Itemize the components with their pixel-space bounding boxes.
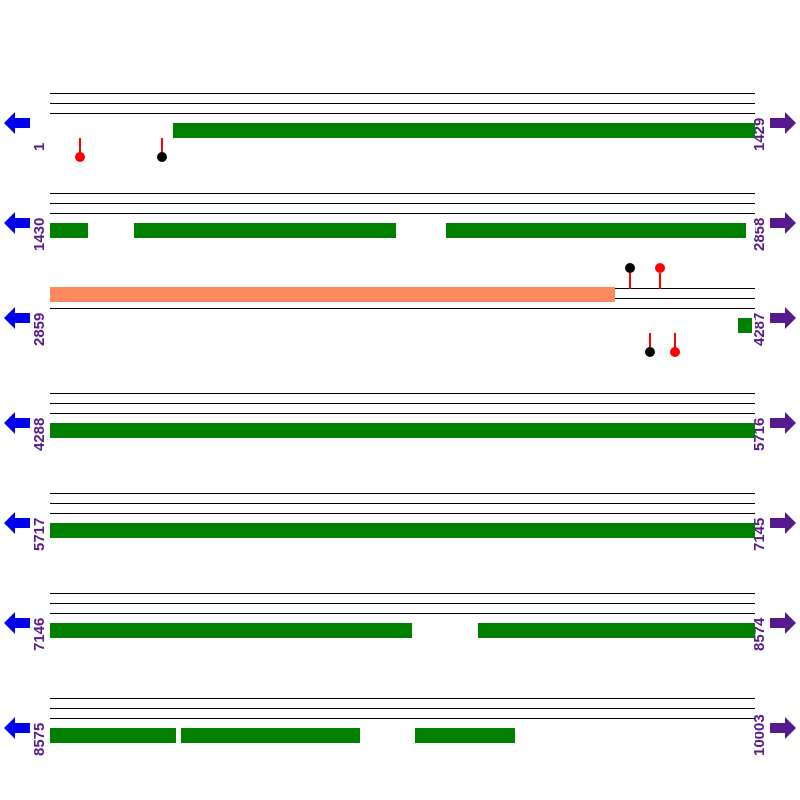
marker-stem — [629, 273, 631, 289]
arrow-right-icon[interactable] — [768, 610, 798, 636]
frame-line-3 — [50, 113, 755, 114]
marker-stem — [659, 273, 661, 289]
feature-segment-green[interactable] — [50, 223, 88, 238]
arrow-left-icon[interactable] — [2, 305, 32, 331]
variant-marker-red[interactable] — [75, 138, 85, 164]
frame-line-1 — [50, 593, 755, 594]
marker-stem — [79, 138, 81, 154]
frame-line-3 — [50, 213, 755, 214]
arrow-right-icon[interactable] — [768, 110, 798, 136]
feature-segment-white[interactable] — [412, 623, 478, 638]
arrow-right-icon[interactable] — [768, 510, 798, 536]
frame-line-2 — [50, 103, 755, 104]
arrow-left-icon[interactable] — [2, 410, 32, 436]
row-start-coordinate: 1 — [31, 142, 48, 151]
feature-segment-green[interactable] — [134, 223, 396, 238]
arrow-left-icon[interactable] — [2, 715, 32, 741]
row-start-coordinate: 8575 — [31, 722, 48, 756]
feature-segment-green[interactable] — [173, 123, 755, 138]
row-start-coordinate: 4288 — [31, 417, 48, 451]
frame-line-1 — [50, 193, 755, 194]
marker-head-red[interactable] — [670, 347, 680, 357]
feature-segment-white[interactable] — [50, 318, 738, 333]
row-start-coordinate: 5717 — [31, 517, 48, 551]
frame-line-3 — [50, 513, 755, 514]
arrow-left-icon[interactable] — [2, 510, 32, 536]
frame-line-2 — [50, 503, 755, 504]
frame-line-2 — [50, 403, 755, 404]
feature-segment-white[interactable] — [176, 728, 181, 743]
marker-head-red[interactable] — [75, 152, 85, 162]
feature-segment-green[interactable] — [50, 523, 755, 538]
marker-stem — [161, 138, 163, 154]
marker-stem — [649, 333, 651, 349]
variant-marker-black[interactable] — [625, 263, 635, 289]
feature-segment-green[interactable] — [50, 423, 755, 438]
frame-line-3 — [50, 413, 755, 414]
arrow-left-icon[interactable] — [2, 210, 32, 236]
row-start-coordinate: 2859 — [31, 312, 48, 346]
feature-segment-white[interactable] — [515, 728, 755, 743]
feature-segment-green[interactable] — [478, 623, 755, 638]
marker-head-black[interactable] — [625, 263, 635, 273]
arrow-left-icon[interactable] — [2, 610, 32, 636]
marker-head-black[interactable] — [157, 152, 167, 162]
feature-segment-white[interactable] — [752, 318, 755, 333]
marker-head-red[interactable] — [655, 263, 665, 273]
arrow-right-icon[interactable] — [768, 410, 798, 436]
feature-segment-white[interactable] — [746, 223, 755, 238]
frame-line-1 — [50, 698, 755, 699]
row-start-coordinate: 1430 — [31, 217, 48, 251]
feature-segment-green[interactable] — [738, 318, 752, 333]
frame-line-3 — [50, 308, 755, 309]
frame-line-2 — [50, 603, 755, 604]
feature-segment-white[interactable] — [360, 728, 415, 743]
row-start-coordinate: 7146 — [31, 617, 48, 651]
frame-line-3 — [50, 718, 755, 719]
variant-marker-red[interactable] — [655, 263, 665, 289]
frame-line-3 — [50, 613, 755, 614]
feature-segment-green[interactable] — [446, 223, 746, 238]
variant-marker-red[interactable] — [670, 333, 680, 359]
arrow-right-icon[interactable] — [768, 715, 798, 741]
marker-stem — [674, 333, 676, 349]
feature-segment-green[interactable] — [415, 728, 515, 743]
arrow-right-icon[interactable] — [768, 305, 798, 331]
frame-line-1 — [50, 493, 755, 494]
feature-segment-green[interactable] — [50, 623, 412, 638]
frame-line-1 — [50, 393, 755, 394]
feature-segment-white[interactable] — [50, 123, 173, 138]
feature-segment-green[interactable] — [181, 728, 360, 743]
arrow-right-icon[interactable] — [768, 210, 798, 236]
feature-segment-orange[interactable] — [50, 287, 615, 302]
frame-line-1 — [50, 93, 755, 94]
feature-segment-white[interactable] — [396, 223, 446, 238]
feature-segment-green[interactable] — [50, 728, 176, 743]
variant-marker-black[interactable] — [645, 333, 655, 359]
arrow-left-icon[interactable] — [2, 110, 32, 136]
frame-line-2 — [50, 708, 755, 709]
feature-segment-white[interactable] — [88, 223, 134, 238]
frame-line-2 — [50, 203, 755, 204]
marker-head-black[interactable] — [645, 347, 655, 357]
variant-marker-black[interactable] — [157, 138, 167, 164]
